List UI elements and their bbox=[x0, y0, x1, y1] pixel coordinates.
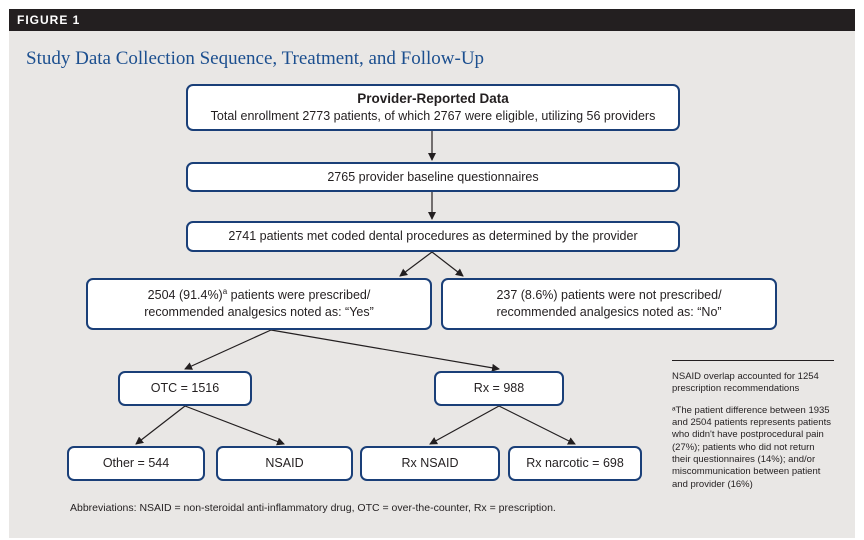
prescribed-yes-count: 2504 (91.4%) bbox=[147, 288, 223, 303]
figure-header-bar bbox=[9, 9, 855, 31]
prescribed-yes-box: 2504 (91.4%)a patients were prescribed/ … bbox=[86, 278, 432, 330]
other-text: Other = 544 bbox=[102, 456, 170, 471]
provider-reported-text: Total enrollment 2773 patients, of which… bbox=[210, 109, 656, 124]
not-prescribed-line2: recommended analgesics noted as: “No” bbox=[496, 305, 722, 319]
baseline-questionnaires-box: 2765 provider baseline questionnaires bbox=[186, 162, 680, 192]
not-prescribed-line1: 237 (8.6%) patients were not prescribed/ bbox=[496, 288, 722, 303]
connector-coded-not-prescribed bbox=[431, 251, 464, 277]
provider-reported-box: Provider-Reported Data Total enrollment … bbox=[186, 84, 680, 131]
connector-otc-nsaid bbox=[184, 405, 285, 446]
coded-procedures-box: 2741 patients met coded dental procedure… bbox=[186, 221, 680, 252]
figure-title: Study Data Collection Sequence, Treatmen… bbox=[26, 48, 485, 69]
rx-nsaid-text: Rx NSAID bbox=[401, 456, 459, 471]
nsaid-text: NSAID bbox=[265, 456, 304, 471]
rx-box: Rx = 988 bbox=[434, 371, 564, 406]
provider-reported-heading: Provider-Reported Data bbox=[357, 90, 509, 106]
footnote-marker: a bbox=[222, 287, 228, 297]
baseline-questionnaires-text: 2765 provider baseline questionnaires bbox=[327, 169, 539, 184]
footnote-a: ᵃThe patient difference between 1935 and… bbox=[672, 404, 831, 490]
figure-label: FIGURE 1 bbox=[17, 13, 81, 27]
connector-rx-rxnsaid bbox=[429, 405, 500, 445]
rx-narcotic-text: Rx narcotic = 698 bbox=[526, 456, 624, 471]
rx-narcotic-box: Rx narcotic = 698 bbox=[508, 446, 642, 481]
not-prescribed-no-box: 237 (8.6%) patients were not prescribed/… bbox=[441, 278, 777, 330]
connector-prescribed-otc bbox=[184, 329, 272, 370]
side-note: NSAID overlap accounted for 1254 prescri… bbox=[672, 360, 834, 500]
prescribed-yes-line1: 2504 (91.4%)a patients were prescribed/ bbox=[148, 287, 371, 304]
rx-nsaid-box: Rx NSAID bbox=[360, 446, 500, 481]
nsaid-box: NSAID bbox=[216, 446, 353, 481]
abbreviations-note: Abbreviations: NSAID = non-steroidal ant… bbox=[70, 502, 556, 514]
connector-otc-other bbox=[135, 405, 186, 445]
prescribed-yes-line2: recommended analgesics noted as: “Yes” bbox=[144, 305, 374, 320]
coded-procedures-text: 2741 patients met coded dental procedure… bbox=[228, 229, 638, 244]
rx-text: Rx = 988 bbox=[473, 381, 525, 396]
nsaid-overlap-note: NSAID overlap accounted for 1254 prescri… bbox=[672, 371, 819, 395]
connector-rx-narcotic bbox=[498, 405, 576, 445]
other-box: Other = 544 bbox=[67, 446, 205, 481]
connector-prescribed-rx bbox=[270, 329, 500, 372]
otc-text: OTC = 1516 bbox=[150, 381, 220, 396]
prescribed-yes-line1-rest: patients were prescribed/ bbox=[227, 288, 371, 303]
connector-coded-prescribed bbox=[399, 251, 433, 277]
otc-box: OTC = 1516 bbox=[118, 371, 252, 406]
